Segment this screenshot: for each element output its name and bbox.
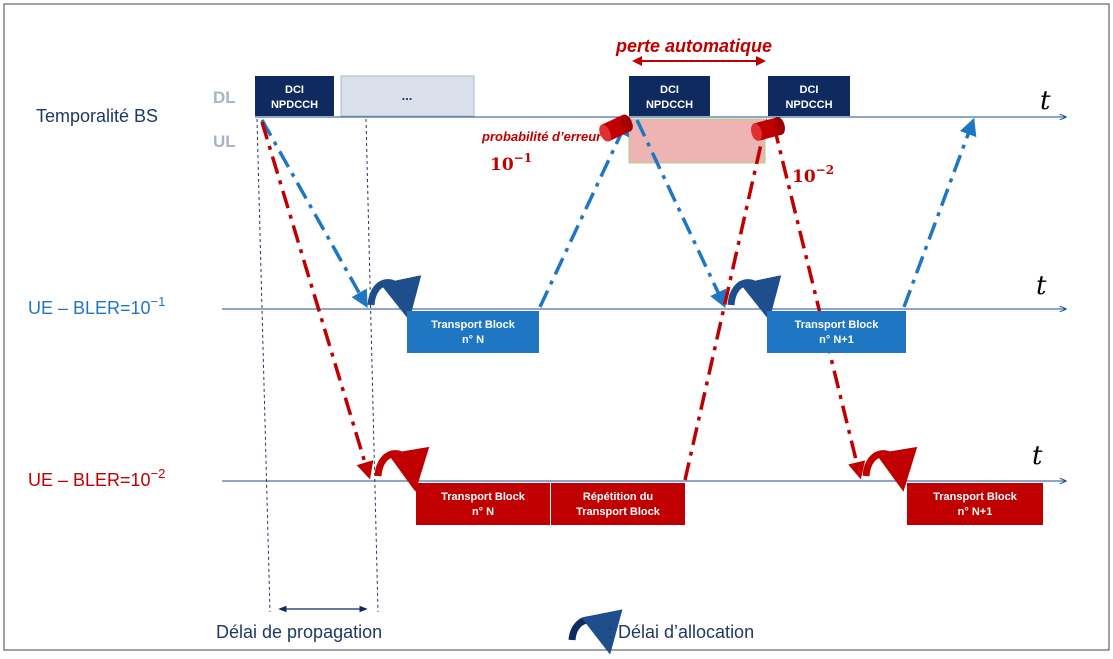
dl-label: DL: [213, 88, 236, 107]
ue2-repetition-block: Répétition du Transport Block: [551, 483, 685, 525]
probability-label: probabilité d’erreur: [481, 129, 602, 144]
dci-box-1: DCI NPDCCH: [255, 76, 334, 116]
dci-box-2: DCI NPDCCH: [629, 76, 710, 116]
time-label-ue1: t: [1036, 271, 1047, 301]
dci-box-1-line2: NPDCCH: [271, 99, 318, 111]
blue-arrow-dci1-to-ue1: [260, 119, 368, 309]
dci-box-3-line1: DCI: [800, 84, 819, 96]
allocation-legend-label: : Délai d’allocation: [608, 622, 754, 642]
ellipsis-box-label: ...: [402, 88, 413, 103]
blue-arrow-ue1-to-ul: [538, 117, 629, 308]
svg-text:Répétition du: Répétition du: [583, 491, 653, 503]
time-label-ue2: t: [1032, 441, 1043, 471]
dci-box-2-line2: NPDCCH: [646, 99, 693, 111]
probability-value-2: 10−2: [792, 163, 834, 187]
dci-box-1-line1: DCI: [285, 84, 304, 96]
svg-text:n° N: n° N: [462, 334, 484, 346]
allocation-legend-icon: [568, 609, 623, 655]
ue2-row-label: UE – BLER=10−2: [28, 466, 165, 490]
time-label-bs: t: [1040, 86, 1051, 116]
ul-label: UL: [213, 132, 236, 151]
bs-row-label: Temporalité BS: [36, 106, 158, 126]
blue-arrow-dci2-to-ue1: [635, 119, 726, 309]
svg-text:Transport Block: Transport Block: [933, 491, 1018, 503]
propagation-guide-right: [365, 118, 379, 613]
error-drum-icon: [599, 114, 633, 142]
ue2-transport-block-n: Transport Block n° N: [416, 483, 550, 525]
svg-text:n° N+1: n° N+1: [958, 506, 993, 518]
ul-loss-zone: [628, 118, 766, 164]
propagation-guide-left: [256, 118, 271, 613]
allocation-curl-red-1: [374, 446, 430, 492]
dci-box-2-line1: DCI: [660, 84, 679, 96]
allocation-curl-red-2: [862, 446, 918, 492]
ue1-transport-block-n1: Transport Block n° N+1: [767, 311, 906, 353]
ue1-transport-block-n: Transport Block n° N: [407, 311, 539, 353]
red-arrow-ue2-to-ul: [683, 118, 772, 481]
allocation-curl-blue-2: [727, 275, 782, 321]
perte-label: perte automatique: [615, 36, 772, 56]
propagation-legend-label: Délai de propagation: [216, 622, 382, 642]
svg-text:Transport Block: Transport Block: [576, 506, 661, 518]
svg-text:Transport Block: Transport Block: [441, 491, 526, 503]
ellipsis-box: ...: [340, 75, 475, 117]
svg-text:Transport Block: Transport Block: [431, 319, 516, 331]
probability-value-1: 10−1: [490, 151, 532, 175]
ue1-row-label: UE – BLER=10−1: [28, 294, 165, 318]
red-arrow-dci1-to-ue2: [260, 121, 374, 480]
allocation-curl-blue-1: [367, 275, 422, 321]
dci-box-3: DCI NPDCCH: [768, 76, 850, 116]
error-drum-icon: [751, 117, 785, 141]
svg-text:Transport Block: Transport Block: [795, 319, 880, 331]
svg-text:n° N: n° N: [472, 506, 494, 518]
red-arrow-dci3-to-ue2: [772, 125, 866, 480]
dci-box-3-line2: NPDCCH: [785, 99, 832, 111]
blue-arrow-ue1-to-bs: [902, 117, 977, 308]
svg-text:n° N+1: n° N+1: [819, 334, 854, 346]
frame-border: [3, 3, 1110, 651]
ue2-transport-block-n1: Transport Block n° N+1: [907, 483, 1043, 525]
